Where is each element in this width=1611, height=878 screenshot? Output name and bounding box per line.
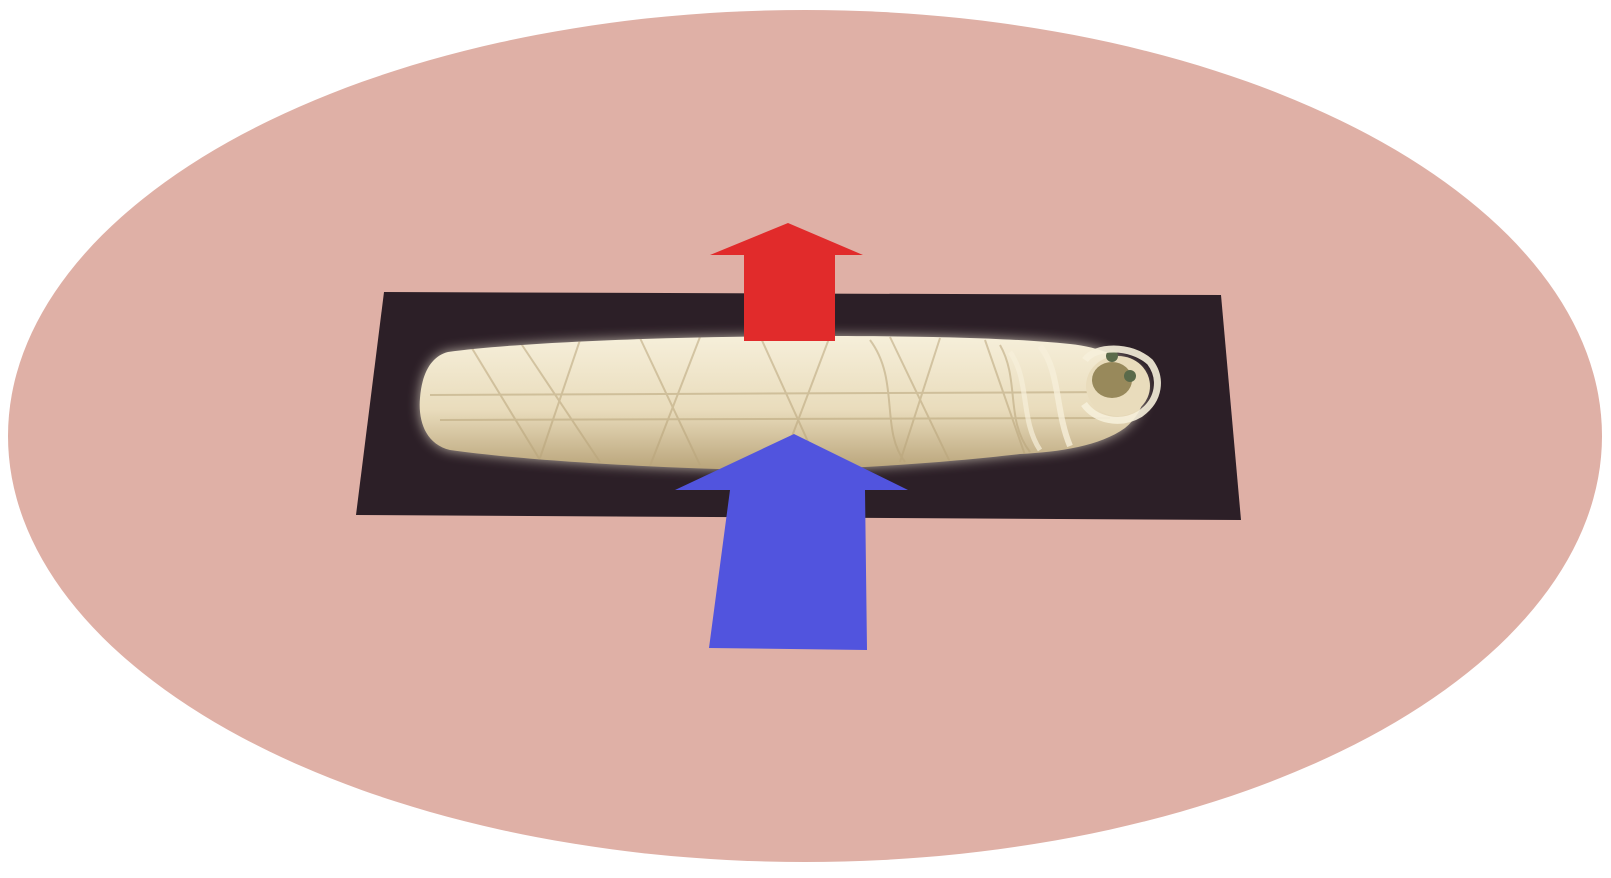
eye-coin — [1124, 370, 1136, 382]
